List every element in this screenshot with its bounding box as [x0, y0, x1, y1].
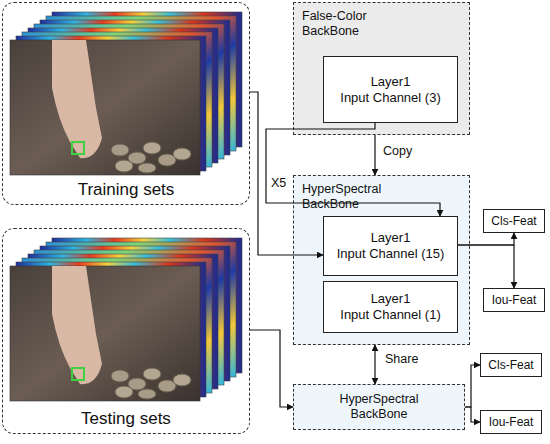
node-title: False-Color BackBone — [302, 9, 406, 39]
node-title: Layer1 — [371, 291, 411, 307]
feature-box: Iou-Feat — [483, 288, 545, 312]
layer-box: Layer1Input Channel (1) — [323, 281, 458, 333]
node-subtitle: Input Channel (3) — [340, 90, 440, 106]
dataset-panel: Testing sets — [2, 228, 250, 434]
connector-arrow — [250, 330, 293, 407]
edge-label: X5 — [271, 176, 286, 191]
backbone-group: False-Color BackBoneLayer1Input Channel … — [293, 2, 470, 135]
layer-box: Layer1Input Channel (3) — [323, 56, 458, 123]
edge-label: Copy — [383, 144, 412, 159]
connector-arrow — [374, 345, 375, 384]
node-subtitle: Input Channel (1) — [340, 307, 440, 323]
node-title: HyperSpectral BackBone — [324, 392, 434, 422]
node-title: Testing sets — [3, 409, 249, 429]
node-title: Training sets — [3, 180, 249, 200]
training-image — [10, 12, 242, 175]
node-title: Layer1 — [371, 230, 411, 246]
node-title: HyperSpectral BackBone — [302, 182, 406, 212]
connector-arrow — [458, 245, 514, 288]
node-title: Iou-Feat — [489, 415, 534, 429]
connector-arrow — [266, 123, 440, 216]
connector-arrow — [458, 233, 514, 245]
connector-arrow — [465, 365, 480, 407]
node-title: Iou-Feat — [492, 293, 537, 307]
node-title: Cls-Feat — [491, 214, 536, 228]
node-title: Cls-Feat — [488, 358, 533, 372]
layer-box: Layer1Input Channel (15) — [323, 216, 458, 276]
backbone-box: HyperSpectral BackBone — [293, 384, 465, 430]
feature-box: Iou-Feat — [480, 410, 542, 434]
edge-label: Share — [385, 352, 418, 367]
connector-arrow — [250, 92, 323, 255]
connector-arrow — [465, 407, 480, 422]
node-subtitle: Input Channel (15) — [337, 246, 445, 262]
node-title: Layer1 — [371, 74, 411, 90]
feature-box: Cls-Feat — [483, 209, 545, 233]
feature-box: Cls-Feat — [480, 353, 542, 377]
connector-arrow — [374, 135, 375, 175]
backbone-group: HyperSpectral BackBoneLayer1Input Channe… — [293, 175, 470, 345]
dataset-panel: Training sets — [2, 2, 250, 205]
testing-image — [10, 238, 242, 401]
